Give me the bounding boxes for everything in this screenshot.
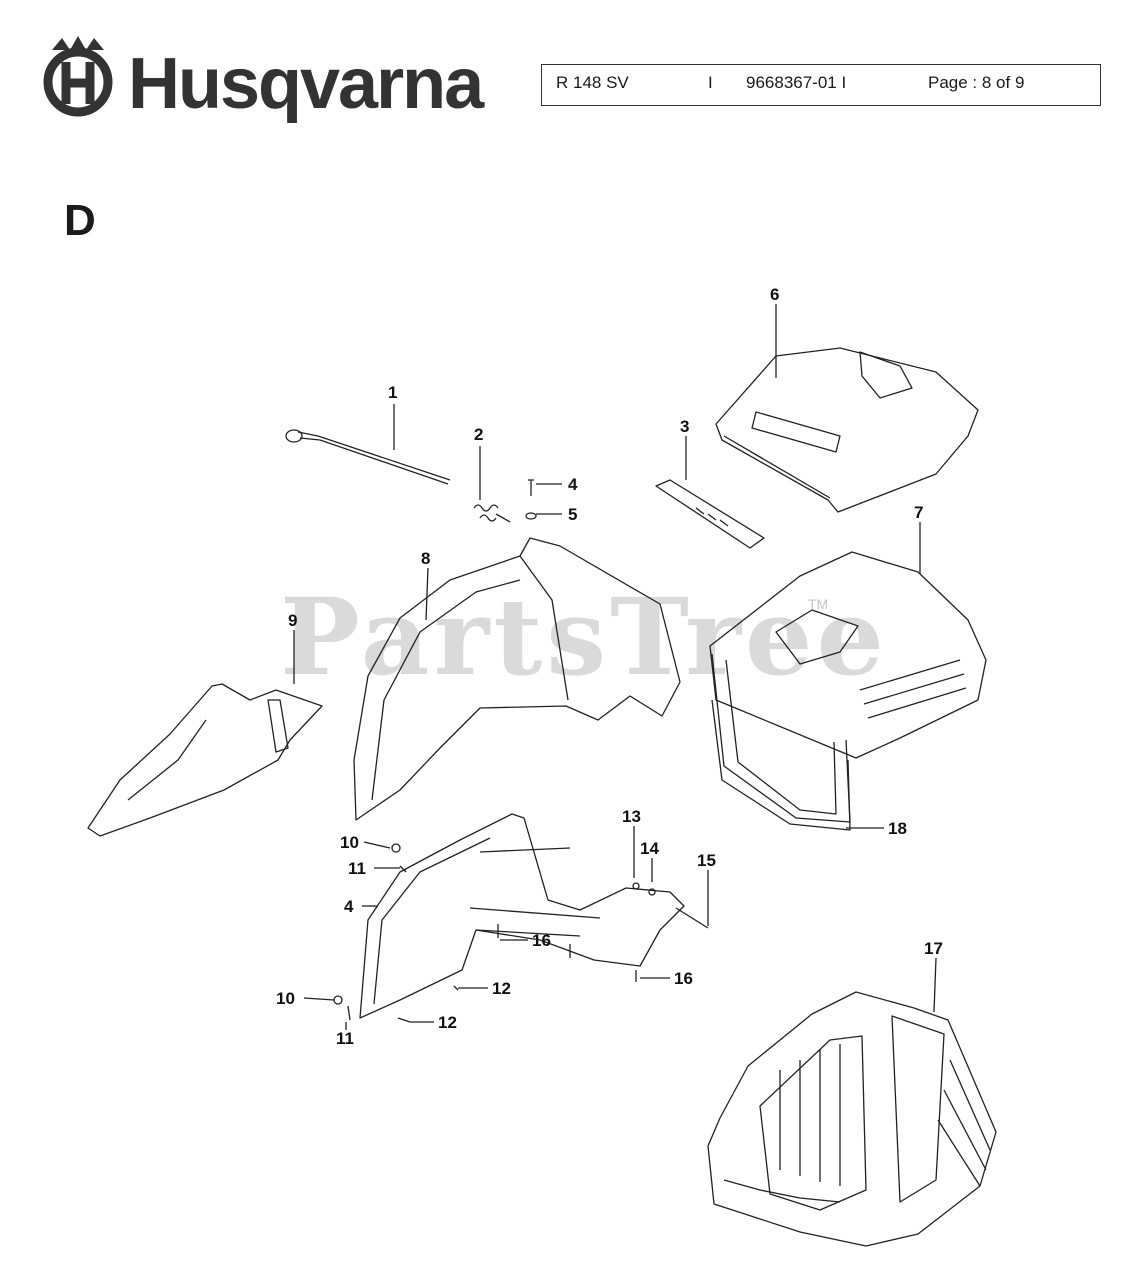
part-grass-basket bbox=[707, 991, 997, 1247]
callout-8: 8 bbox=[421, 549, 430, 568]
page-indicator: Page : 8 of 9 bbox=[928, 73, 1025, 92]
callout-numbers: 1 2 3 4 5 6 7 8 9 10 11 4 13 14 15 16 16… bbox=[276, 285, 943, 1048]
part-fasteners bbox=[333, 843, 709, 1023]
callout-10-bottom: 10 bbox=[276, 989, 295, 1008]
callout-17: 17 bbox=[924, 939, 943, 958]
husqvarna-logo-emblem bbox=[43, 36, 113, 117]
callout-15: 15 bbox=[697, 851, 716, 870]
callout-14: 14 bbox=[640, 839, 659, 858]
section-letter: D bbox=[64, 196, 96, 245]
callout-10-top: 10 bbox=[340, 833, 359, 852]
part-rod bbox=[285, 429, 451, 485]
watermark-trademark: TM bbox=[808, 596, 829, 612]
callout-5: 5 bbox=[568, 505, 577, 524]
header-separator: I bbox=[708, 73, 713, 92]
callout-16-right: 16 bbox=[674, 969, 693, 988]
leader-lines bbox=[293, 304, 937, 1030]
callout-12-lower: 12 bbox=[438, 1013, 457, 1032]
model-number: R 148 SV bbox=[556, 73, 629, 92]
brand-name: Husqvarna bbox=[128, 44, 484, 124]
callout-4-lower: 4 bbox=[344, 897, 354, 916]
part-chute-housing-lower bbox=[359, 813, 685, 1019]
callout-7: 7 bbox=[914, 503, 923, 522]
part-screw-washer bbox=[525, 479, 537, 520]
part-chute-housing-upper bbox=[353, 537, 681, 821]
part-side-deflector bbox=[87, 683, 323, 837]
part-spring bbox=[473, 504, 511, 523]
callout-11-bottom: 11 bbox=[336, 1029, 354, 1048]
callout-18: 18 bbox=[888, 819, 907, 838]
callout-6: 6 bbox=[770, 285, 779, 304]
callout-9: 9 bbox=[288, 611, 297, 630]
callout-11-top: 11 bbox=[348, 859, 366, 878]
part-handle-grip bbox=[655, 479, 765, 549]
part-number: 9668367-01 I bbox=[746, 73, 847, 92]
part-bag-wire bbox=[711, 699, 851, 831]
callout-4-top: 4 bbox=[568, 475, 578, 494]
callout-2: 2 bbox=[474, 425, 483, 444]
callout-16-left: 16 bbox=[532, 931, 551, 950]
callout-12-upper: 12 bbox=[492, 979, 511, 998]
part-lid-cover bbox=[715, 347, 979, 513]
document-header: R 148 SV I 9668367-01 I Page : 8 of 9 bbox=[541, 64, 1101, 106]
watermark: PartsTree bbox=[280, 574, 888, 699]
callout-3: 3 bbox=[680, 417, 689, 436]
callout-13: 13 bbox=[622, 807, 641, 826]
callout-1: 1 bbox=[388, 383, 397, 402]
